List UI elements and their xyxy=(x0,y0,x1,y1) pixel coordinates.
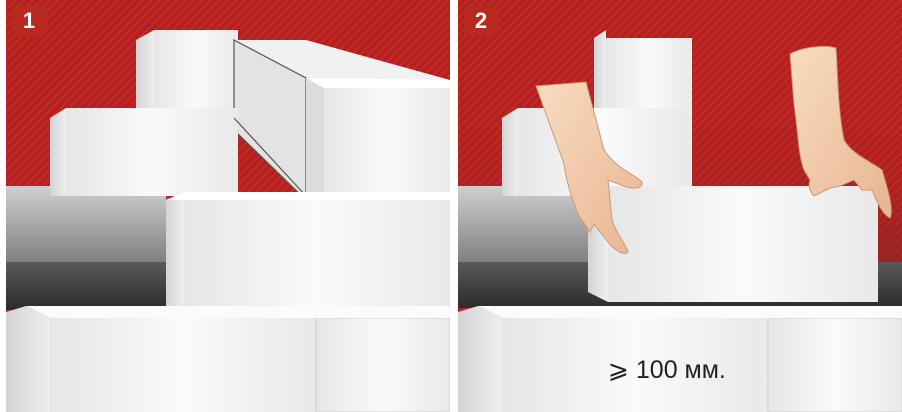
placed-block xyxy=(608,186,878,302)
front-block-side xyxy=(166,192,184,306)
back-row-block xyxy=(458,186,588,266)
front-block xyxy=(184,200,450,306)
bottom-block-right xyxy=(316,318,450,412)
bottom-row-top xyxy=(26,306,450,318)
bottom-block-right xyxy=(768,318,902,412)
step-2-drawing xyxy=(458,0,902,412)
middle-block xyxy=(66,108,238,196)
back-row-block xyxy=(6,186,166,266)
step-1-panel: 1 xyxy=(6,0,450,412)
front-block-top xyxy=(166,192,450,200)
step-1-drawing xyxy=(6,0,450,412)
right-block xyxy=(324,88,450,200)
angled-block-edge xyxy=(306,78,324,200)
middle-block-side xyxy=(50,108,66,196)
bottom-block-left-side xyxy=(6,306,50,412)
bottom-block-left xyxy=(50,318,316,412)
step-badge: 1 xyxy=(12,6,46,36)
step-badge: 2 xyxy=(464,6,498,36)
minimum-offset-label: ⩾ 100 мм. xyxy=(608,355,726,385)
step-2-panel: 2 ⩾ 100 мм. xyxy=(458,0,902,412)
